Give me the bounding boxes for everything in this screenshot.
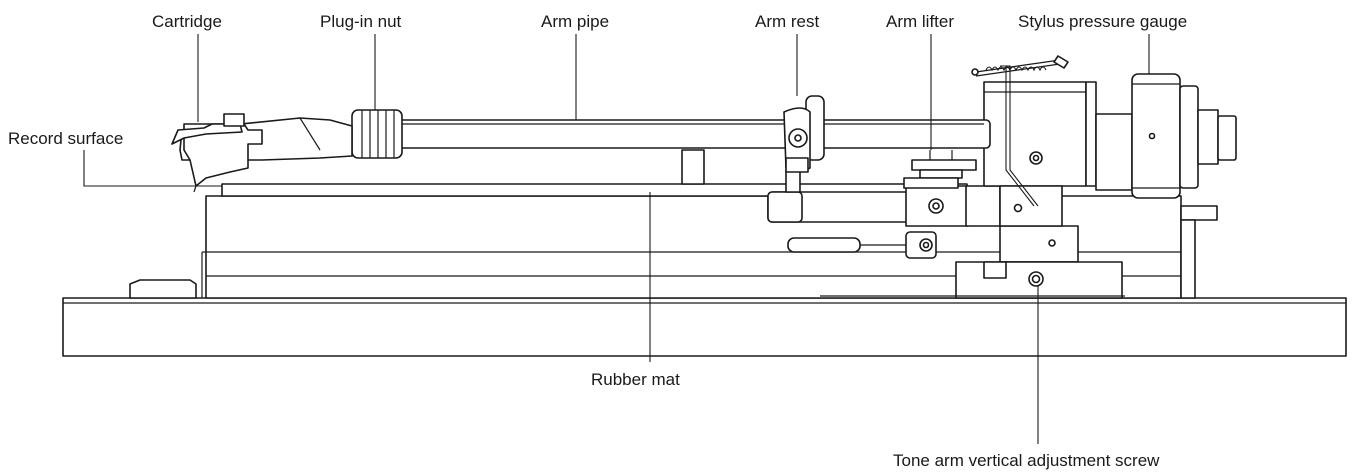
label-plug-in-nut: Plug-in nut xyxy=(320,12,402,31)
leader-record-surface xyxy=(83,150,222,187)
label-record-surface: Record surface xyxy=(8,129,123,148)
platter-right-post xyxy=(1180,205,1218,299)
arm-lifter-lever xyxy=(787,231,937,259)
label-vertical-adjustment-screw: Tone arm vertical adjustment screw xyxy=(893,451,1160,470)
arm-pipe-support xyxy=(681,149,705,185)
plinth xyxy=(62,297,1347,357)
label-cartridge: Cartridge xyxy=(152,12,222,31)
label-stylus-pressure-gauge: Stylus pressure gauge xyxy=(1018,12,1187,31)
cartridge xyxy=(171,113,263,193)
stylus-pressure-gauge xyxy=(1095,73,1237,199)
arm-base xyxy=(820,225,1125,299)
leader-lines xyxy=(83,34,1150,444)
arm-rest xyxy=(783,95,825,173)
label-rubber-mat: Rubber mat xyxy=(591,370,680,389)
arm-lifter xyxy=(903,150,977,189)
label-arm-pipe: Arm pipe xyxy=(541,12,609,31)
label-arm-lifter: Arm lifter xyxy=(886,12,954,31)
arm-bearing-housing xyxy=(971,55,1097,227)
vertical-adjustment-screw xyxy=(1028,271,1044,287)
labels: Cartridge Plug-in nut Arm pipe Arm rest … xyxy=(8,12,1187,470)
left-foot-block xyxy=(129,279,197,299)
arm-rest-assembly xyxy=(767,169,1001,227)
arm-pipe xyxy=(389,119,991,149)
plug-in-nut xyxy=(351,109,403,159)
label-arm-rest: Arm rest xyxy=(755,12,820,31)
